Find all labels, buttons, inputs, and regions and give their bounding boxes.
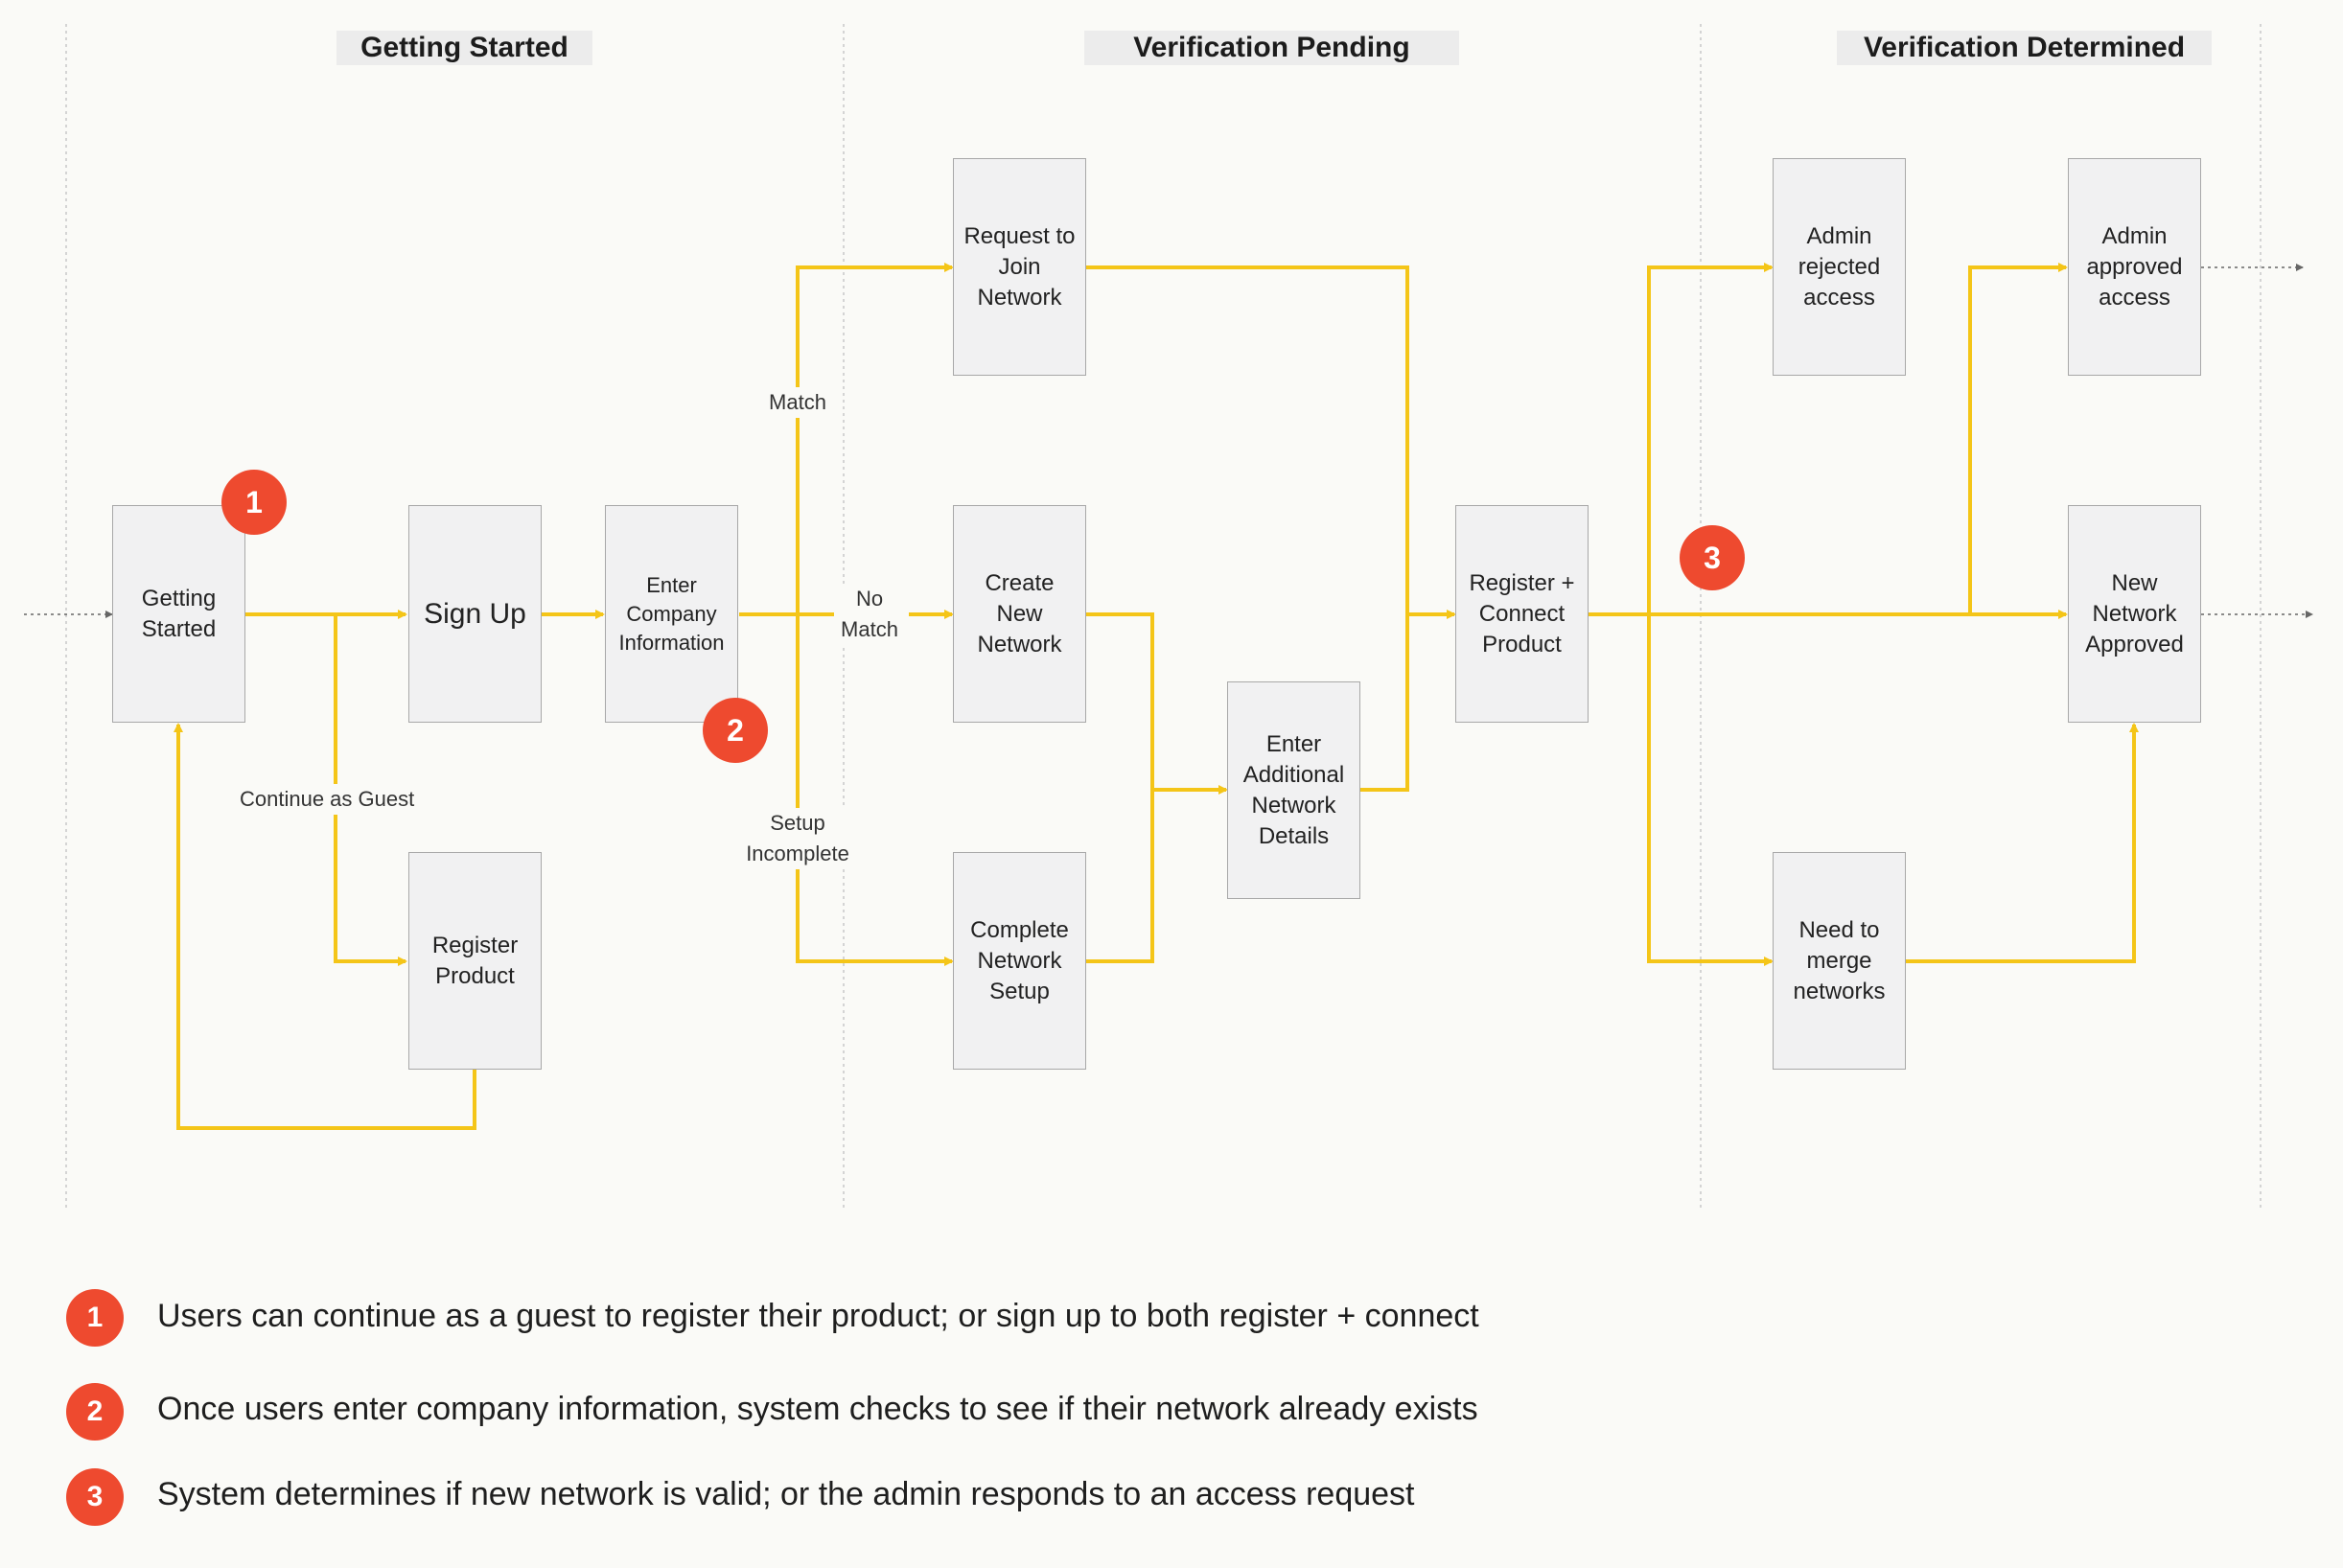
badge-1: 1 xyxy=(221,470,287,535)
connector-setup-incomplete xyxy=(796,614,954,966)
connector-to-merge xyxy=(1647,614,1774,966)
badge-3: 3 xyxy=(1680,525,1745,590)
node-need-to-merge-networks[interactable]: Need to merge networks xyxy=(1773,852,1906,1070)
node-register-product[interactable]: Register Product xyxy=(408,852,542,1070)
node-enter-company-information[interactable]: Enter Company Information xyxy=(605,505,738,723)
connector-additional-register xyxy=(1360,614,1409,792)
edge-label-setup-incomplete: Setup Incomplete xyxy=(738,808,857,869)
connector-match xyxy=(796,263,954,614)
edge-label-no-match: No Match xyxy=(838,584,901,645)
node-register-connect-product[interactable]: Register + Connect Product xyxy=(1455,505,1589,723)
legend-note-1: Users can continue as a guest to registe… xyxy=(157,1298,1479,1334)
legend-badge-2: 2 xyxy=(66,1383,124,1441)
connector-to-admin-approved xyxy=(1968,263,2068,614)
legend-note-3: System determines if new network is vali… xyxy=(157,1476,1415,1512)
legend-note-2: Once users enter company information, sy… xyxy=(157,1391,1478,1427)
connector-complete-additional xyxy=(1086,790,1154,963)
node-request-to-join-network[interactable]: Request to Join Network xyxy=(953,158,1086,376)
edge-label-continue-as-guest: Continue as Guest xyxy=(240,784,415,815)
edge-label-match: Match xyxy=(763,387,832,418)
node-complete-network-setup[interactable]: Complete Network Setup xyxy=(953,852,1086,1070)
lane-title-verification-determined: Verification Determined xyxy=(1837,31,2212,65)
node-enter-additional-network-details[interactable]: Enter Additional Network Details xyxy=(1227,681,1360,899)
badge-2: 2 xyxy=(703,698,768,763)
connector-register-back xyxy=(174,723,476,1130)
legend-badge-3: 3 xyxy=(66,1468,124,1526)
lane-title-verification-pending: Verification Pending xyxy=(1084,31,1459,65)
legend-badge-1: 1 xyxy=(66,1289,124,1347)
connector-guest-register xyxy=(334,614,407,966)
connector-request-register xyxy=(1086,265,1409,614)
node-create-new-network[interactable]: Create New Network xyxy=(953,505,1086,723)
node-getting-started[interactable]: Getting Started xyxy=(112,505,245,723)
connector-merge-approved xyxy=(1906,723,2139,963)
lane-title-getting-started: Getting Started xyxy=(336,31,592,65)
connector-to-rejected xyxy=(1647,263,1774,614)
node-sign-up[interactable]: Sign Up xyxy=(408,505,542,723)
connector-create-additional xyxy=(1086,612,1154,790)
node-admin-approved-access[interactable]: Admin approved access xyxy=(2068,158,2201,376)
node-new-network-approved[interactable]: New Network Approved xyxy=(2068,505,2201,723)
node-admin-rejected-access[interactable]: Admin rejected access xyxy=(1773,158,1906,376)
